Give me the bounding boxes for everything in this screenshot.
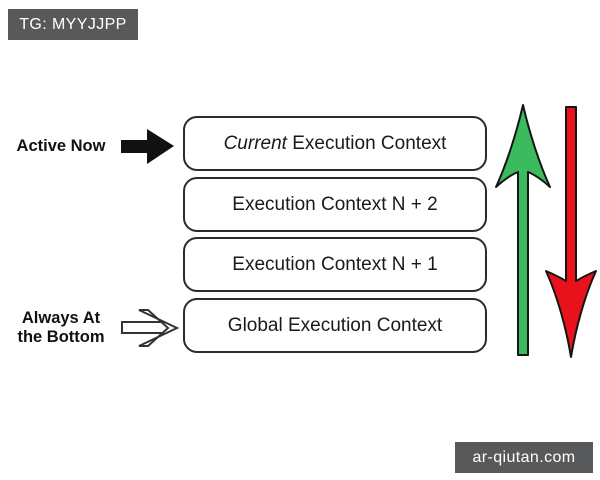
watermark-top-badge: TG: MYYJJPP <box>8 9 138 40</box>
global-execution-context-box: Global Execution Context <box>183 298 487 353</box>
box-label: Execution Context <box>286 132 447 154</box>
outline-right-arrow-shaft-icon <box>121 321 165 334</box>
watermark-bottom-badge: ar-qiutan.com <box>455 442 593 473</box>
box-label: Execution Context N + 1 <box>232 253 438 275</box>
execution-context-n2-box: Execution Context N + 2 <box>183 177 487 232</box>
current-execution-context-box: Current Execution Context <box>183 116 487 171</box>
box-label: Global Execution Context <box>227 314 443 336</box>
box-label-italic: Current <box>223 132 287 154</box>
execution-context-n1-box: Execution Context N + 1 <box>183 237 487 292</box>
filled-right-arrow-icon <box>121 129 174 164</box>
always-at-bottom-line2: the Bottom <box>17 328 105 346</box>
outline-right-arrow-head-icon <box>138 309 180 347</box>
box-label: Execution Context N + 2 <box>232 193 438 215</box>
active-now-label: Active Now <box>16 137 106 155</box>
red-down-arrow-icon <box>545 106 597 358</box>
always-at-bottom-label: Always At the Bottom <box>8 309 114 347</box>
green-up-arrow-icon <box>495 104 551 356</box>
always-at-bottom-line1: Always At <box>21 309 101 327</box>
